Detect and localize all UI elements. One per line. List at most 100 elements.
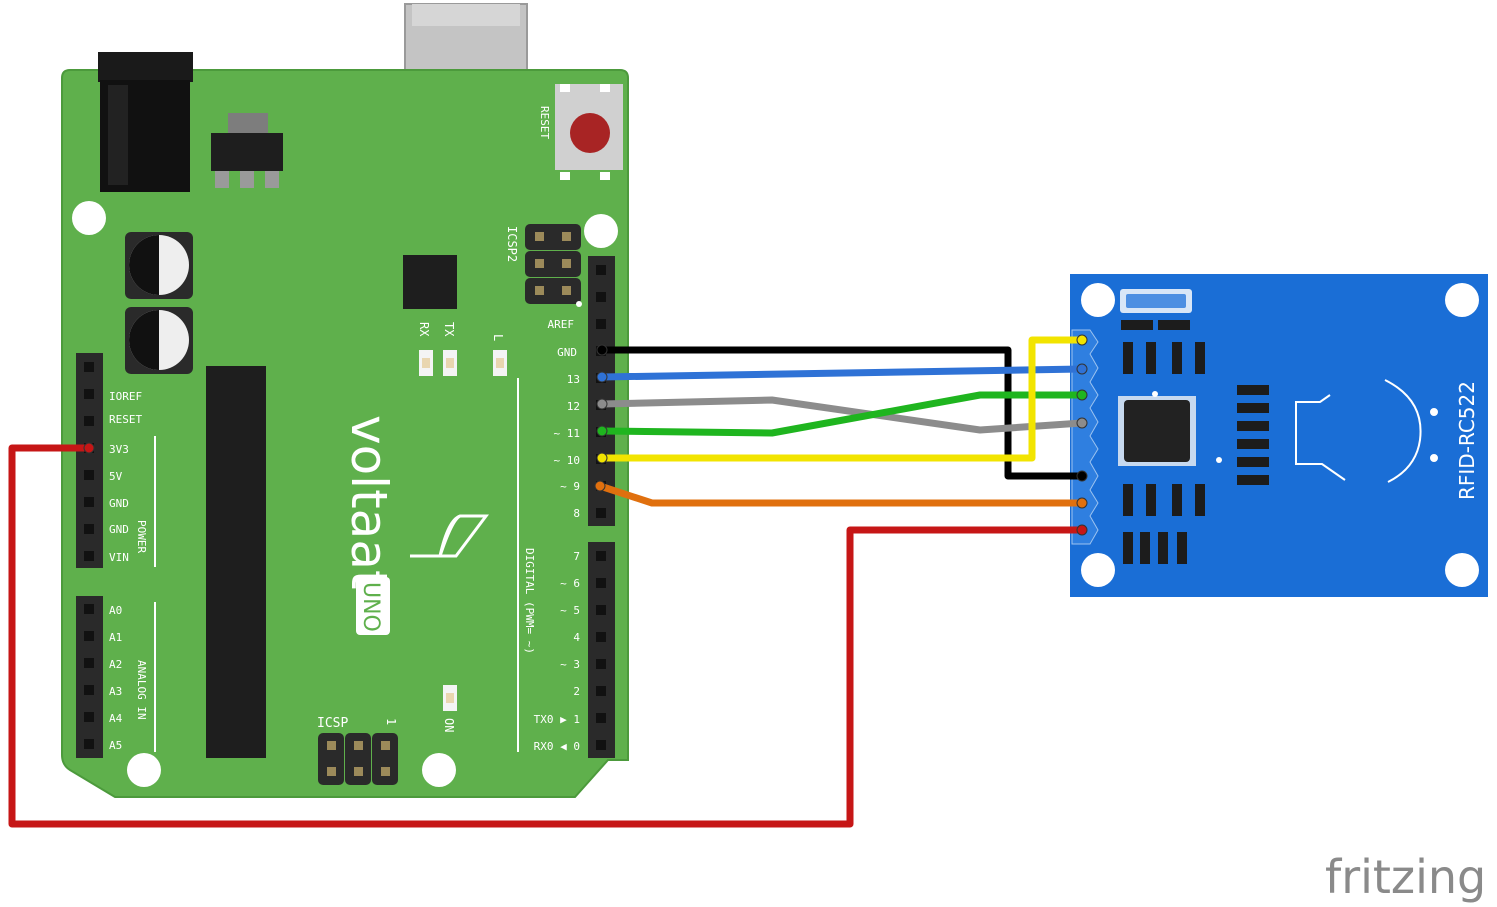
header-pin	[84, 524, 94, 534]
icsp2-header	[525, 224, 582, 307]
wires	[8, 334, 1088, 828]
wire-end	[83, 442, 95, 454]
header-pin	[84, 551, 94, 561]
pin-label: GND	[557, 346, 577, 359]
brand-name: voltaat	[340, 415, 398, 590]
header-pin	[596, 319, 606, 329]
pin-label: 7	[573, 550, 580, 563]
status-leds	[419, 350, 507, 711]
header-pin	[596, 605, 606, 615]
pin-label: GND	[109, 497, 129, 510]
digital-pin-labels: AREF GND 13 12 ~ 11 ~ 10 ~ 9 8 7 ~ 6 ~ 5…	[534, 318, 581, 753]
pin-label: RX0 ◀ 0	[534, 740, 580, 753]
header-pin	[596, 632, 606, 642]
voltage-regulator	[211, 113, 283, 188]
pin-label: 8	[573, 507, 580, 520]
rx-label: RX	[417, 322, 431, 337]
pin-label: A0	[109, 604, 122, 617]
pin-label: TX0 ▶ 1	[534, 713, 580, 726]
pin-label: A3	[109, 685, 122, 698]
wire-end	[596, 425, 608, 437]
header-pin	[596, 508, 606, 518]
wire-end	[596, 371, 608, 383]
wire-end	[1076, 524, 1088, 536]
icsp2-label: ICSP2	[505, 226, 519, 262]
wire-end	[1076, 497, 1088, 509]
tx-label: TX	[442, 322, 456, 337]
mounting-hole	[584, 214, 618, 248]
pin-label: ~ 9	[560, 480, 580, 493]
header-pin	[596, 551, 606, 561]
analog-section-label: ANALOG IN	[135, 660, 148, 720]
pin-label: 3V3	[109, 443, 129, 456]
analog-header	[76, 596, 103, 758]
pin-label: 2	[573, 685, 580, 698]
pin-label: GND	[109, 523, 129, 536]
rfid-module: RFID-RC522	[1070, 274, 1488, 597]
header-pin	[84, 470, 94, 480]
header-pin	[596, 578, 606, 588]
pin-label: A2	[109, 658, 122, 671]
wire-d9	[596, 482, 1086, 507]
pin-label: A1	[109, 631, 122, 644]
capacitor	[125, 307, 193, 374]
header-pin	[84, 362, 94, 372]
wire-gnd	[598, 346, 1086, 480]
header-pin	[596, 265, 606, 275]
pin-label: 4	[573, 631, 580, 644]
header-pin	[84, 604, 94, 614]
wire-d10	[598, 336, 1086, 462]
pin-label: IOREF	[109, 390, 142, 403]
header-pin	[84, 739, 94, 749]
wire-end	[1076, 334, 1088, 346]
pin-label: 5V	[109, 470, 123, 483]
pin-label: 13	[567, 373, 580, 386]
mounting-hole	[422, 753, 456, 787]
rfid-label: RFID-RC522	[1455, 381, 1479, 500]
header-pin	[84, 712, 94, 722]
header-pin	[596, 740, 606, 750]
reset-label: RESET	[538, 106, 551, 139]
antenna-icon	[1295, 379, 1438, 483]
wire-end	[1076, 470, 1088, 482]
power-pin-labels: IOREF RESET 3V3 5V GND GND VIN	[109, 390, 142, 564]
wire-end	[596, 344, 608, 356]
pin-label: RESET	[109, 413, 142, 426]
model-label: UNO	[358, 582, 383, 632]
pin-label: VIN	[109, 551, 129, 564]
wire-end	[596, 452, 608, 464]
icsp-label: ICSP	[317, 716, 348, 731]
brand-logo-icon	[410, 514, 489, 558]
capacitor	[125, 232, 193, 299]
model-badge: UNO	[356, 577, 390, 635]
header-pin	[84, 497, 94, 507]
header-pin	[84, 631, 94, 641]
icsp-pin1-label: 1	[384, 718, 398, 725]
rfid-chip	[1118, 391, 1222, 466]
dc-jack	[98, 52, 193, 192]
main-microcontroller	[206, 366, 266, 758]
pin-label: 12	[567, 400, 580, 413]
on-label: ON	[442, 718, 456, 732]
reset-button	[555, 84, 623, 180]
header-pin	[84, 658, 94, 668]
analog-pin-labels: A0 A1 A2 A3 A4 A5	[109, 604, 123, 752]
mounting-hole	[1445, 283, 1479, 317]
wire-3v3	[8, 444, 1086, 828]
arduino-board: RESET ICSP2	[61, 3, 629, 798]
digital-header-bottom	[588, 542, 615, 758]
l-label: L	[491, 334, 505, 341]
wire-end	[1076, 389, 1088, 401]
mounting-hole	[1081, 553, 1115, 587]
wire-end	[594, 480, 606, 492]
digital-section-label: DIGITAL (PWM= ~)	[523, 548, 536, 654]
icsp-header	[318, 733, 398, 785]
power-section-label: POWER	[135, 520, 148, 553]
fritzing-watermark: fritzing	[1325, 850, 1486, 903]
header-pin	[84, 416, 94, 426]
pin-label: ~ 10	[554, 454, 581, 467]
wire-end	[1076, 417, 1088, 429]
power-header	[76, 353, 103, 568]
mounting-hole	[1081, 283, 1115, 317]
wire-end	[596, 398, 608, 410]
